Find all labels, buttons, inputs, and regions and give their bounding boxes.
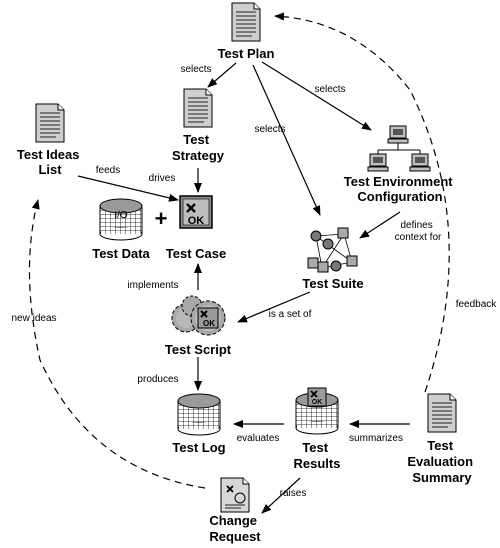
test-log-label: Test Log: [172, 440, 225, 455]
test-script-label: Test Script: [165, 342, 232, 357]
test-eval-label-line3: Summary: [412, 470, 472, 485]
test-log-cylinder-icon: [177, 393, 221, 436]
test-suite-label: Test Suite: [302, 276, 363, 291]
edge-results-change: [261, 477, 301, 514]
change-request-document-icon: [220, 477, 250, 513]
test-environment-configuration-label: Test Environment Configuration: [344, 174, 456, 204]
test-script-gears-icon: OK: [171, 295, 226, 336]
implements-label: implements: [127, 280, 178, 291]
test-data-cylinder-icon: I/O: [99, 198, 143, 241]
test-ideas-list-label: Test Ideas List: [17, 147, 83, 177]
test-strategy-document-icon: [183, 88, 213, 128]
edge-plan-suite: [252, 64, 321, 216]
test-plan-label: Test Plan: [218, 46, 275, 61]
defines-context-label-line1: defines: [400, 220, 432, 231]
svg-text:OK: OK: [188, 215, 205, 227]
test-strategy-label-line2: Strategy: [172, 148, 225, 163]
test-eval-label-line1: Test: [427, 438, 453, 453]
edge-env-suite: [359, 211, 401, 239]
change-request-label-line2: Request: [209, 529, 261, 544]
edge-ideas-case: [77, 175, 179, 202]
produces-label: produces: [137, 374, 178, 385]
evaluates-label: evaluates: [237, 433, 280, 444]
selects-suite-label: selects: [254, 124, 285, 135]
test-data-label: Test Data: [92, 246, 150, 261]
plus-sign: +: [155, 206, 168, 231]
io-label: I/O: [114, 210, 128, 221]
edge-plan-strategy: [207, 62, 237, 88]
test-evaluation-summary-label: Test Evaluation Summary: [407, 438, 476, 485]
feedback-arc: [274, 12, 450, 393]
test-eval-label-line2: Evaluation: [407, 454, 473, 469]
new-ideas-arc: [28, 199, 206, 489]
test-suite-network-icon: [307, 227, 358, 273]
test-env-label-line2: Configuration: [357, 189, 442, 204]
defines-context-label: defines context for: [395, 220, 442, 243]
test-ideas-list-label-line1: Test Ideas: [17, 147, 80, 162]
test-env-label-line1: Test Environment: [344, 174, 454, 189]
svg-text:OK: OK: [203, 319, 215, 328]
test-results-cylinder-icon: OK: [295, 387, 339, 435]
test-strategy-label-line1: Test: [183, 132, 209, 147]
test-case-label: Test Case: [166, 246, 226, 261]
new-ideas-label: new ideas: [11, 313, 56, 324]
feeds-label: feeds: [96, 165, 120, 176]
network-computers-icon: [367, 125, 431, 172]
drives-label: drives: [149, 173, 176, 184]
summarizes-label: summarizes: [349, 433, 403, 444]
edge-suite-script: [237, 291, 311, 323]
selects-strategy-label: selects: [180, 64, 211, 75]
defines-context-label-line2: context for: [395, 232, 442, 243]
test-plan-document-icon: [231, 2, 261, 42]
change-request-label: Change Request: [209, 513, 261, 544]
svg-text:OK: OK: [312, 399, 323, 406]
raises-label: raises: [280, 488, 307, 499]
feedback-label: feedback: [456, 299, 498, 310]
test-evaluation-summary-document-icon: [427, 393, 457, 433]
test-ideas-list-label-line2: List: [38, 162, 62, 177]
test-strategy-label: Test Strategy: [172, 132, 225, 163]
test-case-checkbox-icon: OK: [179, 195, 213, 229]
test-results-label-line1: Test: [302, 440, 328, 455]
test-ideas-document-icon: [35, 103, 65, 143]
test-results-label: Test Results: [294, 440, 341, 471]
edge-plan-env: [261, 61, 372, 131]
test-results-label-line2: Results: [294, 456, 341, 471]
change-request-label-line1: Change: [209, 513, 257, 528]
is-a-set-of-label: is a set of: [269, 309, 312, 320]
selects-env-label: selects: [314, 84, 345, 95]
